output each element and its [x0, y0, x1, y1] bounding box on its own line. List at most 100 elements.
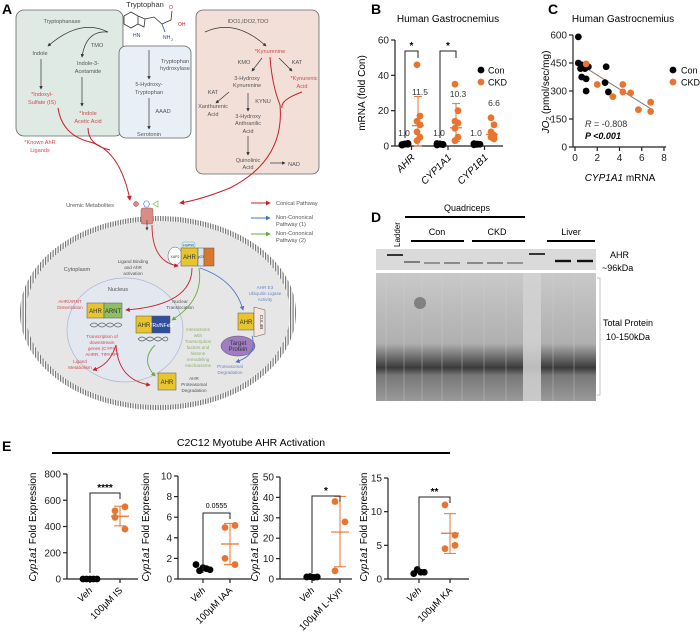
diagram-label: AHRR, TIPARP) — [85, 352, 119, 357]
significance-bracket — [311, 495, 341, 573]
data-point — [331, 567, 339, 575]
panel-label-c: C — [548, 1, 558, 17]
y-tick-label: 450 — [550, 59, 567, 70]
diagram-label: Uremic Metabolites — [66, 203, 114, 209]
y-tick-label: 6 — [166, 513, 172, 524]
y-tick-label: 600 — [44, 496, 61, 507]
diagram-label: Serotonin — [137, 132, 161, 138]
y-tick-label: 0 — [561, 143, 567, 154]
data-point — [231, 561, 239, 568]
data-point — [451, 541, 459, 549]
microbial-pathway-box — [15, 9, 124, 137]
metabolite-circle-icon — [133, 201, 139, 207]
y-tick-label: 10 — [161, 472, 173, 483]
diagram-label: *Known AhR — [24, 140, 55, 146]
x-tick-label: Veh — [189, 585, 208, 604]
data-point — [341, 518, 349, 526]
panel-e-title: C2C12 Myotube AHR Activation — [177, 437, 325, 449]
diagram-label: Transcription of — [86, 334, 118, 339]
mean-value-label: 1.0 — [398, 128, 410, 138]
total-protein-label: Total Protein — [603, 318, 653, 328]
metabolite-hexagon-icon — [143, 200, 150, 208]
diagram-label: Ligands — [30, 148, 50, 154]
diagram-label: Cytoplasm — [64, 267, 91, 273]
data-point — [111, 507, 119, 515]
diagram-label: remodeling — [187, 357, 210, 362]
diagram-label: KAT — [208, 90, 219, 96]
ahr-band — [404, 261, 420, 263]
diagram-label: Nucleus — [108, 287, 128, 293]
diagram-label: Translocation — [166, 305, 194, 310]
significance-label: * — [324, 486, 328, 497]
diagram-label: Dimerization — [57, 305, 83, 310]
data-point — [206, 566, 214, 574]
y-tick-label: 10 — [371, 507, 383, 518]
y-tick-label: 200 — [44, 548, 61, 559]
diagram-label: downstream — [89, 340, 114, 345]
data-point — [451, 137, 459, 145]
diagram-label: Quinolinic — [236, 158, 261, 164]
significance-label: * — [410, 41, 414, 52]
significance-label: * — [446, 41, 450, 52]
diagram-label: Indole-3- — [77, 61, 99, 67]
x-tick-label: Veh — [76, 585, 95, 604]
y-tick-label: 0 — [383, 142, 389, 153]
y-tick-label: 0 — [268, 575, 274, 586]
data-point — [487, 114, 495, 122]
arnt-box — [103, 302, 123, 319]
ahr-band — [444, 262, 460, 264]
x-tick-label: AHR — [394, 152, 417, 175]
y-tick-label: 40 — [378, 71, 390, 82]
x-tick-label: 100μM IS — [88, 585, 125, 622]
legend-label: Con — [488, 66, 505, 76]
diagram-label: *Kynurenine — [255, 49, 285, 55]
y-tick-label: 10 — [263, 554, 275, 565]
diagram-label: Ubiquitin Ligase — [249, 291, 282, 296]
diagram-label: KYNU — [255, 99, 271, 105]
data-point — [669, 78, 677, 86]
y-axis-label: Cyp1a1 Fold Expression — [141, 473, 152, 582]
molecule-o: O — [169, 5, 173, 11]
tr-nfkb-box — [151, 315, 171, 334]
ahr-band — [467, 262, 483, 264]
x-tick-label: 4 — [617, 153, 623, 164]
diagram-label: Tryptophan — [126, 0, 164, 9]
data-point — [602, 63, 610, 71]
dna-icon — [137, 336, 169, 342]
hsp-protein — [203, 247, 215, 267]
diagram-label: Acid — [243, 165, 254, 171]
ahr-band — [577, 259, 593, 263]
diagram-label: *Kynurenic — [290, 76, 317, 82]
y-tick-label: 2 — [166, 554, 172, 565]
y-tick-label: 800 — [44, 470, 61, 481]
diagram-label: Acid — [208, 112, 219, 118]
significance-label: ** — [431, 487, 439, 498]
diagram-label: with — [194, 333, 203, 338]
y-tick-label: 600 — [550, 31, 567, 42]
diagram-label: Anthranilic — [235, 121, 261, 127]
diagram-label: genes (CYPs, — [88, 346, 116, 351]
x-axis-label: CYP1A1 mRNA — [585, 173, 656, 184]
diagram-label: Tryptophan — [161, 59, 189, 65]
ahr-band — [487, 262, 503, 264]
data-point — [609, 93, 617, 100]
total-protein-blot — [376, 273, 596, 401]
data-point — [619, 88, 627, 96]
data-point — [413, 137, 421, 145]
y-axis-label: JO2 (pmol/sec/mg) — [541, 51, 553, 135]
diagram-label: 5-Hydroxy- — [135, 82, 162, 88]
data-point — [121, 503, 129, 511]
diagram-label: hydroxylase — [160, 66, 190, 72]
significance-label: **** — [97, 483, 113, 494]
diagram-label: Interactions — [186, 327, 210, 332]
mean-value-label: 1.0 — [433, 128, 445, 138]
diagram-label: KMO — [238, 60, 251, 66]
tryptophan-structure-icon — [123, 10, 173, 33]
diagram-label: Target — [230, 341, 247, 347]
diagram-label: AHR E3 — [257, 285, 274, 290]
diagram-label: AHR — [161, 380, 174, 386]
diagram-label: *Indoxyl- — [31, 92, 53, 98]
